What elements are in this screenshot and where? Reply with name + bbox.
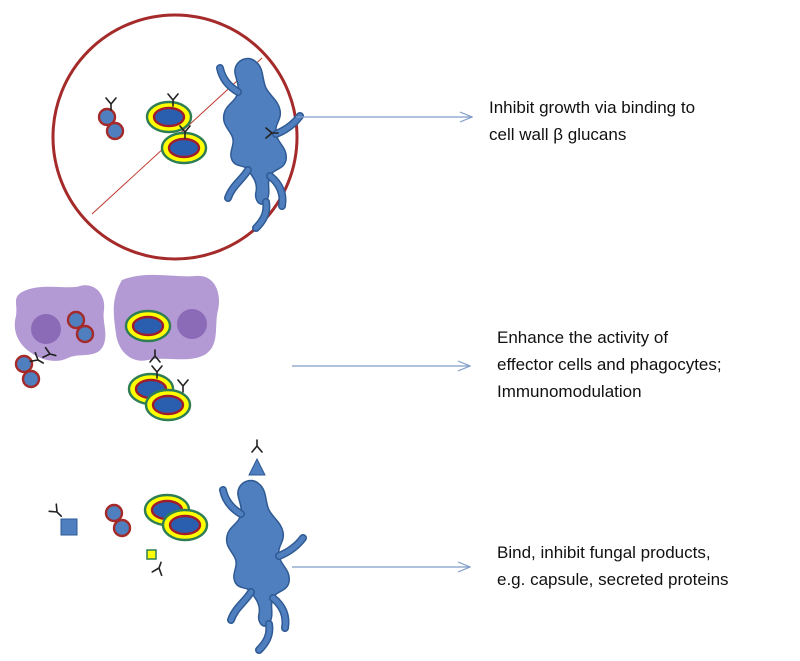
secreted-protein-icon: [60, 518, 78, 536]
caption-line: Bind, inhibit fungal products,: [497, 543, 711, 562]
caption-line: Enhance the activity of: [497, 328, 669, 347]
antibody-icon: [251, 439, 263, 453]
caption-line: e.g. capsule, secreted proteins: [497, 570, 729, 589]
caption-line: cell wall β glucans: [489, 125, 627, 144]
phagocyte-icon: [14, 285, 106, 361]
encapsulated-yeast-icon: [124, 309, 172, 343]
growth-inhibition-panel: [51, 13, 472, 261]
nucleus: [177, 309, 207, 339]
antibody-icon: [177, 379, 189, 393]
capsule-fragment-icon: [146, 549, 157, 560]
caption-line: effector cells and phagocytes;: [497, 355, 722, 374]
antibody-icon: [151, 559, 167, 577]
encapsulated-yeast-icon: [127, 372, 192, 422]
caption-product-binding: Bind, inhibit fungal products, e.g. caps…: [497, 539, 729, 593]
antibody-icon: [48, 503, 66, 521]
yeast-cell-icon: [104, 503, 132, 538]
caption-growth-inhibition: Inhibit growth via binding to cell wall …: [489, 94, 695, 148]
hyphae-icon: [223, 481, 303, 650]
nucleus: [31, 314, 61, 344]
effector-enhancement-panel: [14, 274, 470, 422]
product-binding-panel: [48, 439, 470, 650]
caption-line: Inhibit growth via binding to: [489, 98, 696, 117]
secreted-protein-icon: [248, 457, 266, 476]
encapsulated-yeast-icon: [143, 493, 209, 542]
caption-effector-enhancement: Enhance the activity of effector cells a…: [497, 324, 722, 405]
caption-line: Immunomodulation: [497, 382, 642, 401]
